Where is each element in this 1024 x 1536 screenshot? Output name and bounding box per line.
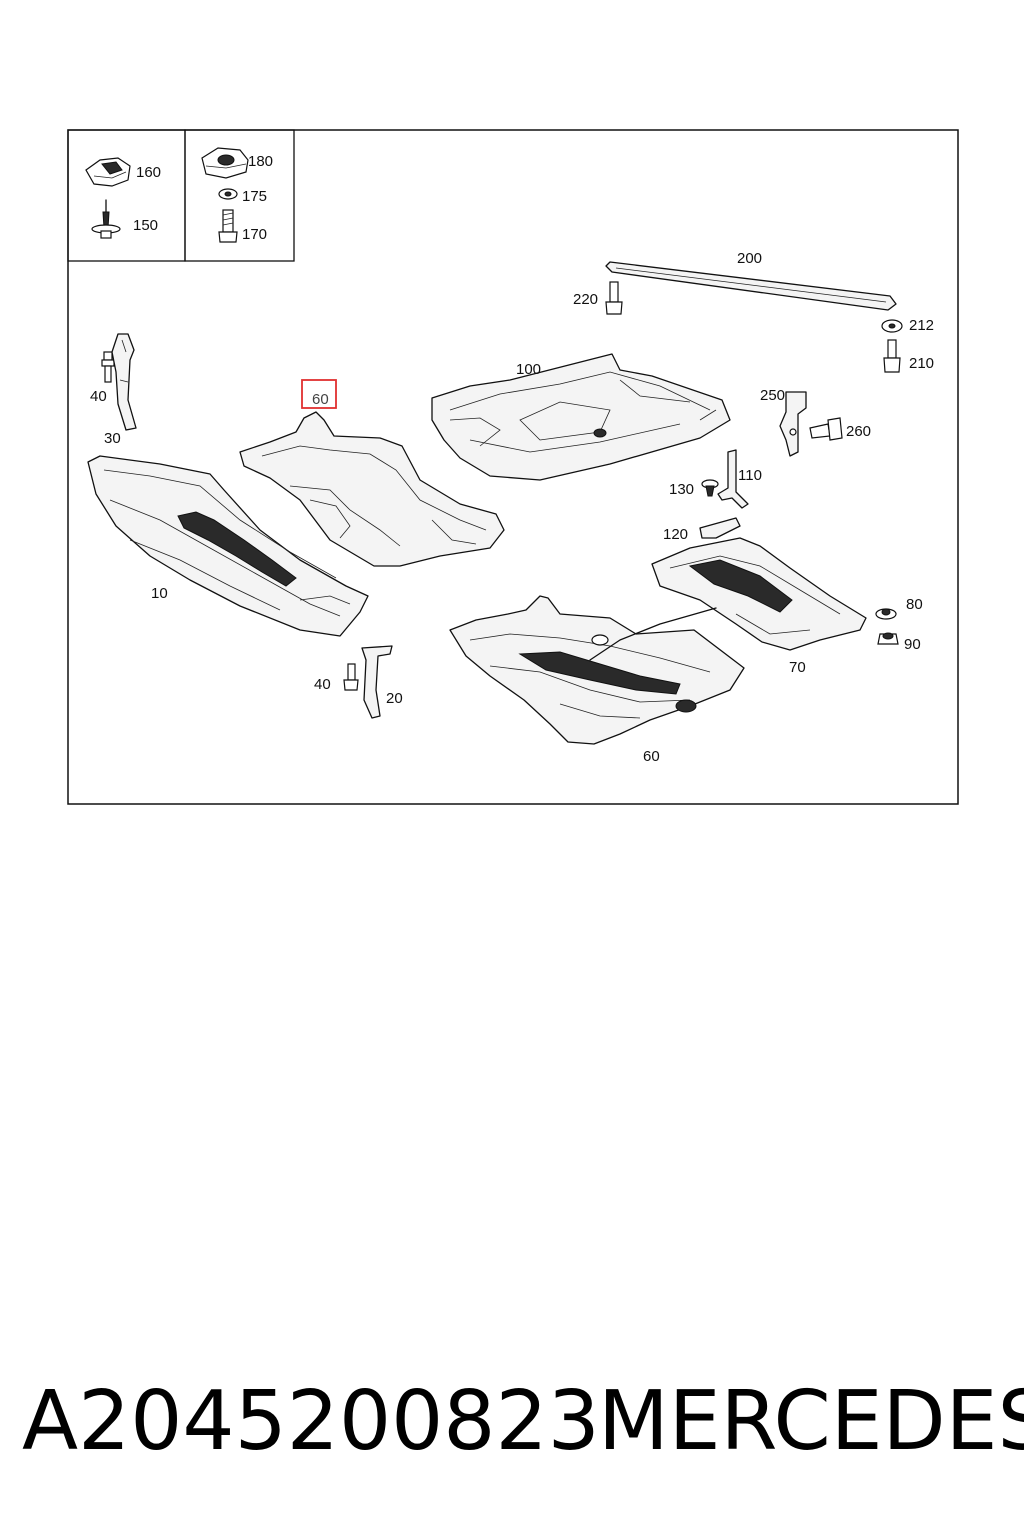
label-170: 170 <box>242 226 267 243</box>
shield-60-lower-icon <box>449 595 745 745</box>
brand-name: MERCEDES <box>598 1374 1024 1469</box>
clip-nut-icon <box>85 157 131 187</box>
label-110: 110 <box>738 467 762 484</box>
shield-60-upper-icon <box>239 411 505 567</box>
push-rivet-icon <box>91 199 121 239</box>
label-220: 220 <box>573 291 598 308</box>
label-130: 130 <box>669 481 694 498</box>
label-40-bottom: 40 <box>314 676 331 693</box>
label-80: 80 <box>906 596 923 613</box>
bracket-20-icon <box>361 645 393 719</box>
part-number: A2045200823 <box>22 1374 600 1469</box>
front-undertray-10-icon <box>87 455 369 637</box>
bolt-40-bottom-icon <box>343 663 359 691</box>
underbody-panel-100-icon <box>431 353 731 481</box>
u-nut-icon <box>201 147 249 179</box>
label-40-top: 40 <box>90 388 107 405</box>
label-175: 175 <box>242 188 267 205</box>
tunnel-panel-70-icon <box>651 537 867 651</box>
label-160: 160 <box>136 164 161 181</box>
bolt-210-icon <box>883 339 901 373</box>
washer-212-icon <box>881 319 903 333</box>
bracket-110-icon <box>717 449 749 509</box>
label-260: 260 <box>846 423 871 440</box>
label-212: 212 <box>909 317 934 334</box>
washer-icon <box>218 188 238 200</box>
bolt-220-icon <box>605 281 623 315</box>
label-60-highlighted: 60 <box>312 391 329 408</box>
screw-260-icon <box>809 417 843 441</box>
label-90: 90 <box>904 636 921 653</box>
bracket-30-icon <box>111 333 137 431</box>
highlight-box-60 <box>301 379 337 409</box>
label-20: 20 <box>386 690 403 707</box>
label-70: 70 <box>789 659 806 676</box>
nut-80-icon <box>875 608 897 620</box>
label-10: 10 <box>151 585 168 602</box>
label-60: 60 <box>643 748 660 765</box>
label-180: 180 <box>248 153 273 170</box>
label-210: 210 <box>909 355 934 372</box>
label-200: 200 <box>737 250 762 267</box>
legend-box-right <box>184 129 295 262</box>
label-120: 120 <box>663 526 688 543</box>
clip-90-icon <box>877 632 899 645</box>
bracket-250-icon <box>779 391 807 457</box>
label-150: 150 <box>133 217 158 234</box>
strut-bar-icon <box>605 261 897 311</box>
bracket-120-icon <box>699 517 741 539</box>
label-250: 250 <box>760 387 785 404</box>
bolt-icon <box>218 209 238 243</box>
clip-130-icon <box>701 479 719 497</box>
label-30: 30 <box>104 430 121 447</box>
label-100: 100 <box>516 361 541 378</box>
